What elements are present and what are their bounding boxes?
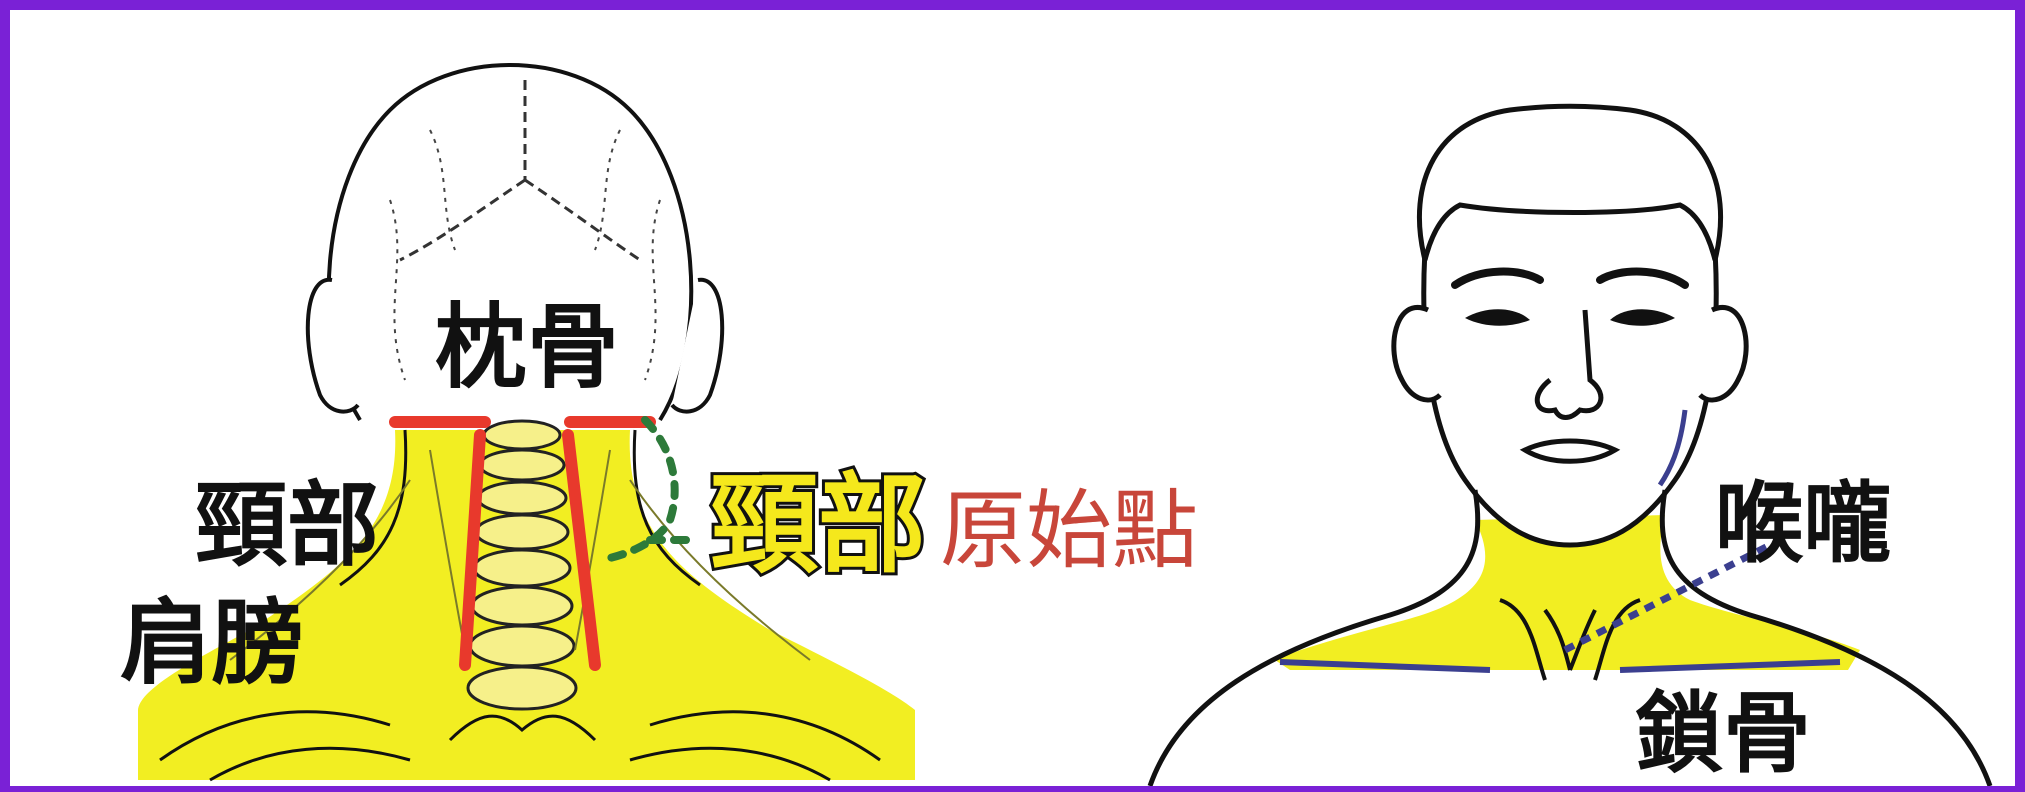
neck-left-line: [1147, 489, 1481, 786]
rib-outlines: [159, 710, 881, 782]
left-ear: [305, 277, 360, 414]
right-clavicle-line: [1619, 659, 1841, 673]
jaw-line: [1657, 409, 1688, 487]
face-outline: [1421, 249, 1719, 548]
illustration: [138, 63, 1993, 786]
sternal-notch: [1499, 598, 1641, 681]
front-right-ear: [1698, 305, 1749, 403]
throat-pointer: [1563, 541, 1772, 654]
right-ear: [670, 277, 725, 414]
label-neck-emphasis: 頸部: [707, 463, 929, 588]
front-left-ear: [1391, 305, 1442, 403]
left-clavicle-line: [1279, 659, 1491, 673]
left-neck-line: [459, 429, 486, 671]
label-origin-point: 原始點: [940, 481, 1198, 581]
mouth: [1519, 438, 1621, 464]
label-shoulder: 肩膀: [120, 590, 305, 697]
neck-outline-right: [632, 429, 701, 587]
skull-suture: [399, 80, 641, 262]
neck-outline-left: [339, 429, 408, 587]
left-eye: [1465, 309, 1530, 326]
neck-right-line: [1659, 489, 1993, 786]
label-neck: 頸部: [195, 472, 380, 579]
back-view-figure: [138, 63, 915, 782]
figure-canvas: 枕骨 頸部 肩膀 頸部 原始點 喉嚨 鎖骨: [10, 10, 2015, 786]
skull-outline: [326, 63, 694, 422]
label-clavicle: 鎖骨: [1635, 682, 1812, 785]
left-eyebrow: [1451, 267, 1544, 289]
hair-outline: [1416, 103, 1724, 261]
label-throat: 喉嚨: [1715, 472, 1892, 575]
front-view-figure: [1147, 103, 1993, 786]
right-neck-line: [562, 429, 601, 671]
origin-point-markers: [389, 416, 656, 671]
neck-muscle-lines: [229, 449, 811, 661]
front-neck-highlight: [1275, 515, 1860, 670]
label-occipital: 枕骨: [435, 294, 620, 401]
nose: [1534, 309, 1604, 420]
right-eyebrow: [1596, 267, 1689, 289]
neck-side-dotted-line: [596, 416, 694, 564]
cervical-spine: [466, 419, 578, 711]
right-eye: [1610, 309, 1675, 326]
